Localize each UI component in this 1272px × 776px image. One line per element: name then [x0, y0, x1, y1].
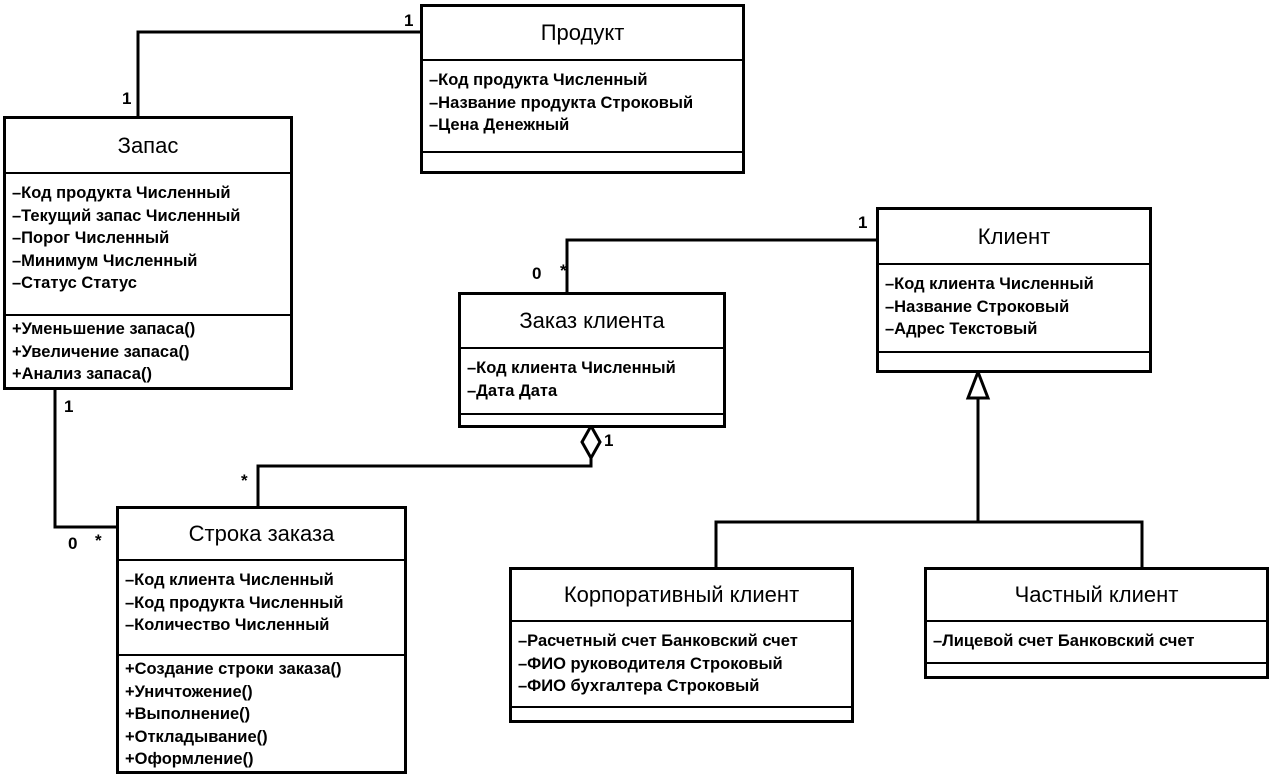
- operation: +Анализ запаса(): [12, 365, 152, 383]
- attribute: –Код клиента Численный: [125, 571, 334, 589]
- class-name: Клиент: [879, 210, 1149, 265]
- class-private-client[interactable]: Частный клиент –Лицевой счет Банковский …: [924, 567, 1269, 679]
- class-name: Запас: [6, 119, 290, 174]
- attribute: –Название продукта Строковый: [429, 93, 694, 112]
- attribute: –Код клиента Численный: [885, 275, 1094, 293]
- association-stock-orderline: [53, 388, 118, 529]
- operation: +Создание строки заказа(): [125, 660, 342, 678]
- attribute: –Порог Численный: [12, 229, 170, 247]
- association-product-stock: [136, 30, 422, 116]
- class-name: Частный клиент: [927, 570, 1266, 622]
- operations-compartment: [461, 415, 723, 417]
- attribute: –Цена Денежный: [429, 116, 570, 134]
- attribute: –ФИО бухгалтера Строковый: [518, 677, 760, 695]
- attribute: –Название Строковый: [885, 297, 1070, 316]
- attribute: –Дата Дата: [467, 381, 558, 400]
- association-order-client: [565, 238, 878, 292]
- multiplicity-client-end: 1: [858, 213, 868, 232]
- attributes-compartment: –Код продукта Численный –Текущий запас Ч…: [6, 174, 290, 316]
- generalization-branches: [714, 520, 1144, 568]
- operation: +Уменьшение запаса(): [12, 320, 196, 338]
- attribute: –Количество Численный: [125, 616, 330, 634]
- attribute: –Адрес Текстовый: [885, 320, 1038, 338]
- operations-compartment: [927, 664, 1266, 666]
- attributes-compartment: –Код клиента Численный –Код продукта Чис…: [119, 561, 404, 656]
- class-order-line[interactable]: Строка заказа –Код клиента Численный –Ко…: [116, 506, 407, 774]
- class-stock[interactable]: Запас –Код продукта Численный –Текущий з…: [3, 116, 293, 390]
- multiplicity-stock-top: 1: [122, 89, 132, 108]
- operation: +Откладывание(): [125, 727, 268, 746]
- attributes-compartment: –Лицевой счет Банковский счет: [927, 622, 1266, 664]
- multiplicity-order-aggregation: 1: [604, 431, 614, 450]
- attribute: –Код продукта Численный: [125, 593, 344, 612]
- attribute: –ФИО руководителя Строковый: [518, 654, 783, 673]
- multiplicity-order-zero: 0: [532, 264, 542, 283]
- class-corporate-client[interactable]: Корпоративный клиент –Расчетный счет Бан…: [509, 567, 854, 723]
- class-name: Корпоративный клиент: [512, 570, 851, 622]
- attribute: –Код клиента Численный: [467, 359, 676, 377]
- attribute: –Расчетный счет Банковский счет: [518, 632, 798, 650]
- class-name: Строка заказа: [119, 509, 404, 561]
- attribute: –Код продукта Численный: [12, 184, 231, 202]
- attribute: –Минимум Численный: [12, 251, 198, 270]
- attributes-compartment: –Код клиента Численный –Дата Дата: [461, 349, 723, 415]
- operation: +Увеличение запаса(): [12, 342, 190, 361]
- multiplicity-orderline-left-zero: 0: [68, 534, 78, 553]
- attributes-compartment: –Код клиента Численный –Название Строков…: [879, 265, 1149, 353]
- attributes-compartment: –Расчетный счет Банковский счет –ФИО рук…: [512, 622, 851, 708]
- operations-compartment: [879, 353, 1149, 355]
- attribute: –Код продукта Численный: [429, 71, 648, 89]
- aggregation-diamond: [580, 422, 602, 462]
- aggregation-order-orderline: [256, 458, 593, 508]
- multiplicity-orderline-left-star: *: [95, 531, 102, 550]
- generalization-arrowhead: [965, 367, 991, 400]
- class-product[interactable]: Продукт –Код продукта Численный –Названи…: [420, 4, 745, 174]
- attribute: –Статус Статус: [12, 274, 137, 292]
- multiplicity-orderline-top-star: *: [241, 471, 248, 490]
- operations-compartment: [423, 153, 742, 155]
- class-customer-order[interactable]: Заказ клиента –Код клиента Численный –Да…: [458, 292, 726, 428]
- multiplicity-order-star: *: [560, 261, 567, 280]
- operation: +Выполнение(): [125, 705, 251, 723]
- operations-compartment: [512, 708, 851, 710]
- multiplicity-product-end: 1: [404, 11, 414, 30]
- operation: +Уничтожение(): [125, 682, 253, 701]
- operation: +Оформление(): [125, 750, 254, 768]
- class-client[interactable]: Клиент –Код клиента Численный –Название …: [876, 207, 1152, 373]
- attribute: –Текущий запас Численный: [12, 206, 241, 225]
- class-name: Продукт: [423, 7, 742, 61]
- class-name: Заказ клиента: [461, 295, 723, 349]
- operations-compartment: +Уменьшение запаса() +Увеличение запаса(…: [6, 316, 290, 386]
- operations-compartment: +Создание строки заказа() +Уничтожение()…: [119, 656, 404, 771]
- attributes-compartment: –Код продукта Численный –Название продук…: [423, 61, 742, 153]
- attribute: –Лицевой счет Банковский счет: [933, 632, 1195, 650]
- multiplicity-stock-bottom: 1: [64, 397, 74, 416]
